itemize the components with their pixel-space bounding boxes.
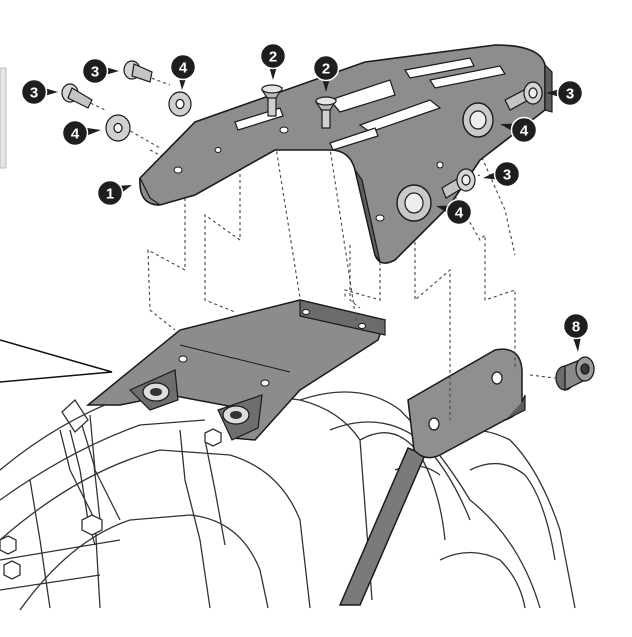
callout-number: 3 [30, 85, 38, 102]
bolt [441, 168, 476, 199]
side-callout-pointer [0, 339, 113, 383]
side-bracket [338, 348, 526, 606]
washer [168, 91, 192, 117]
callout-badge [312, 54, 340, 82]
callout-8-c8: 8 [562, 312, 590, 352]
bolt [123, 60, 153, 83]
callout-badge [96, 179, 124, 207]
mounting-plate [85, 299, 386, 441]
callout-4-c4c: 4 [500, 116, 538, 144]
callout-badge [61, 119, 89, 147]
callout-4-c4d: 4 [436, 198, 473, 226]
callout-number: 4 [71, 126, 80, 143]
callout-badge [259, 42, 287, 70]
callout-number: 8 [572, 319, 580, 336]
bolt [504, 81, 543, 111]
callout-3-c3c: 3 [546, 79, 584, 107]
washer [105, 114, 131, 142]
callout-number: 3 [566, 86, 574, 103]
callout-number: 1 [106, 186, 114, 203]
callout-badge [510, 116, 538, 144]
callout-4-c4a: 4 [61, 119, 101, 147]
callout-3-c3d: 3 [483, 160, 521, 188]
callout-4-c4b: 4 [169, 53, 197, 90]
callout-badge [169, 53, 197, 81]
frame-nuts [0, 428, 222, 580]
callout-badge [562, 312, 590, 340]
page-edge-strip [0, 67, 7, 169]
callout-number: 3 [91, 64, 99, 81]
callout-group: 1 2 2 3 3 3 3 4 4 4 4 8 [20, 42, 590, 352]
callout-2-c2b: 2 [312, 54, 340, 92]
callout-3-c3b: 3 [81, 57, 119, 85]
countersunk-screw [314, 96, 338, 129]
rubber-grommet [555, 356, 595, 392]
callout-badge [81, 57, 109, 85]
callout-number: 3 [503, 167, 511, 184]
callout-1-c1: 1 [96, 179, 132, 207]
callout-number: 4 [179, 60, 188, 77]
callout-badge [493, 160, 521, 188]
countersunk-screw [260, 84, 284, 117]
callout-badge [556, 79, 584, 107]
callout-number: 2 [322, 61, 330, 78]
callout-2-c2a: 2 [259, 42, 287, 80]
callout-3-c3a: 3 [20, 78, 58, 106]
callout-number: 4 [455, 205, 464, 222]
bolt [61, 83, 93, 109]
top-rack [139, 44, 553, 264]
callout-badge [20, 78, 48, 106]
callout-badge [445, 198, 473, 226]
callout-number: 4 [520, 123, 529, 140]
callout-number: 2 [269, 49, 277, 66]
